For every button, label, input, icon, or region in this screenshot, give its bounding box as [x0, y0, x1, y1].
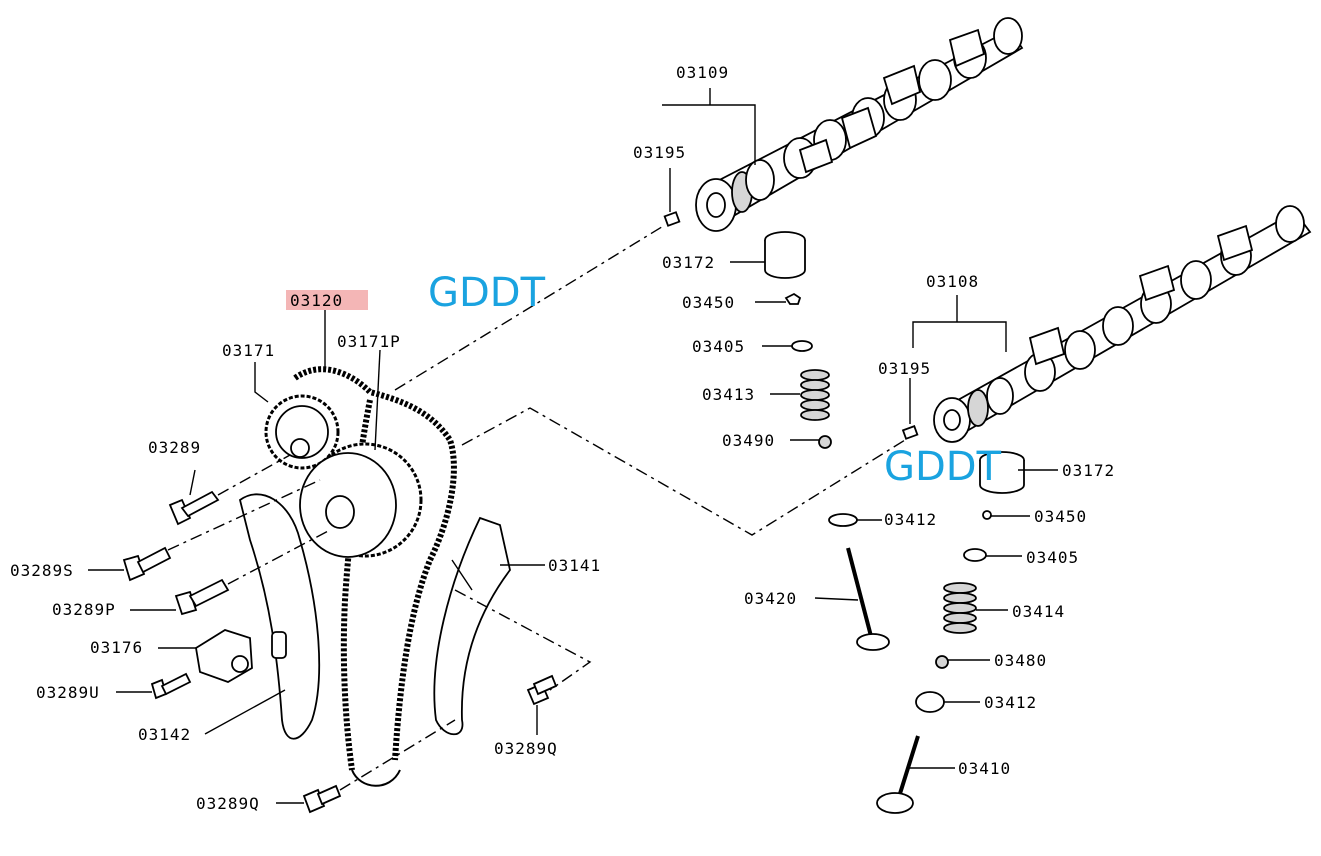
chain-guide-03141	[433, 516, 511, 736]
sprocket-03171	[264, 394, 340, 470]
label-03289Q-left: 03289Q	[196, 794, 260, 813]
valve-spring-upper	[800, 369, 830, 421]
label-03195-upper: 03195	[633, 143, 686, 162]
tensioner-03176	[195, 629, 253, 683]
valve-spring-lower	[943, 582, 977, 634]
label-03450-upper: 03450	[682, 293, 735, 312]
label-03108: 03108	[926, 272, 979, 291]
watermark-upper: GDDT	[428, 270, 546, 316]
label-03405-lower: 03405	[1026, 548, 1079, 567]
label-03412-upper: 03412	[884, 510, 937, 529]
label-03289U: 03289U	[36, 683, 100, 702]
label-03289P: 03289P	[52, 600, 116, 619]
label-03289: 03289	[148, 438, 201, 457]
label-03142: 03142	[138, 725, 191, 744]
label-03412-lower: 03412	[984, 693, 1037, 712]
intake-valve	[876, 735, 920, 814]
chain-guide-03142	[238, 493, 321, 740]
highlight-box	[286, 290, 368, 310]
label-03172-upper: 03172	[662, 253, 715, 272]
label-03195-lower: 03195	[878, 359, 931, 378]
part-labels: 03109 03195 03172 03450 03405 03413 0349…	[10, 63, 1115, 813]
watermark-lower: GDDT	[884, 444, 1002, 490]
label-03410: 03410	[958, 759, 1011, 778]
label-03405-upper: 03405	[692, 337, 745, 356]
camshaft-lower	[933, 205, 1312, 443]
label-03120: 03120	[290, 291, 343, 310]
label-03289Q-right: 03289Q	[494, 739, 558, 758]
label-03171: 03171	[222, 341, 275, 360]
label-03171P: 03171P	[337, 332, 401, 351]
label-03480: 03480	[994, 651, 1047, 670]
label-03413: 03413	[702, 385, 755, 404]
leader-lines	[88, 88, 1058, 804]
label-03172-lower: 03172	[1062, 461, 1115, 480]
bolts	[122, 490, 558, 814]
sprocket-03171P	[299, 442, 423, 558]
label-03490: 03490	[722, 431, 775, 450]
camshaft-upper	[695, 17, 1024, 232]
label-03141: 03141	[548, 556, 601, 575]
label-03176: 03176	[90, 638, 143, 657]
label-03450-lower: 03450	[1034, 507, 1087, 526]
label-03109: 03109	[676, 63, 729, 82]
valve-parts-upper	[663, 211, 832, 449]
exhaust-valve	[846, 547, 890, 651]
label-03420: 03420	[744, 589, 797, 608]
label-03289S: 03289S	[10, 561, 74, 580]
alignment-lines	[167, 224, 906, 791]
label-03414: 03414	[1012, 602, 1065, 621]
